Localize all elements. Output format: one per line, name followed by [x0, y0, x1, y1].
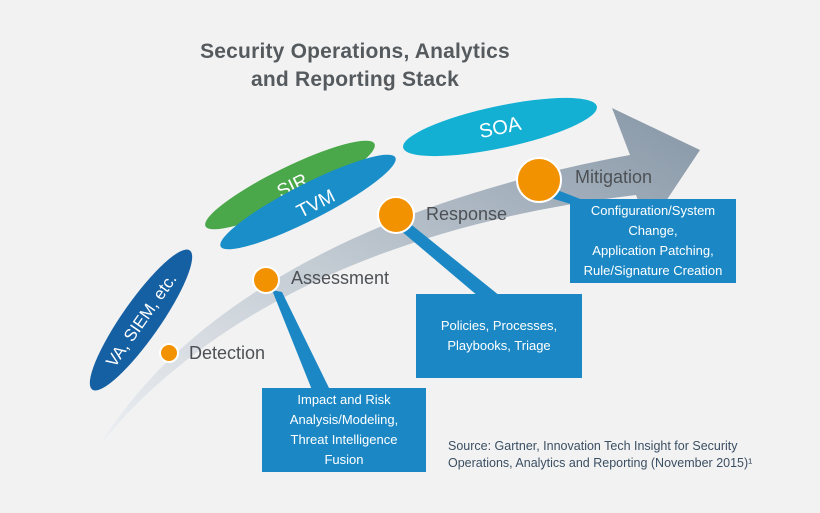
box-line: Impact and Risk [297, 392, 391, 407]
ellipse-soa: SOA [403, 97, 597, 157]
box-line: Analysis/Modeling, [289, 412, 399, 427]
box-line: Playbooks, Triage [447, 338, 551, 353]
box-line: Application Patching, [592, 243, 714, 258]
source-citation: Source: Gartner, Innovation Tech Insight… [448, 438, 788, 472]
response-connector [400, 222, 500, 296]
box-line: Rule/Signature Creation [583, 263, 723, 278]
box-line: Policies, Processes, [440, 318, 558, 333]
box-line: Fusion [324, 452, 364, 467]
mitigation-box: Configuration/System Change, Application… [570, 199, 736, 283]
detection-label: Detection [189, 343, 266, 363]
ellipse-shape [220, 154, 396, 250]
box-line: Threat Intelligence [290, 432, 398, 447]
box-line: Configuration/System [590, 203, 716, 218]
response-label: Response [426, 204, 508, 224]
response-box: Policies, Processes, Playbooks, Triage [416, 294, 582, 378]
diagram-title: Security Operations, Analytics and Repor… [170, 38, 540, 94]
source-line: Operations, Analytics and Reporting (Nov… [448, 456, 753, 470]
ellipse-shape [205, 140, 375, 230]
mitigation-label: Mitigation [575, 167, 653, 187]
response-dot [377, 196, 415, 234]
title-line: and Reporting Stack [251, 68, 459, 91]
detection-dot [159, 343, 179, 363]
box-line: Change, [628, 223, 678, 238]
assessment-label: Assessment [291, 268, 390, 288]
ellipse-shape [403, 97, 597, 157]
source-line: Source: Gartner, Innovation Tech Insight… [448, 439, 738, 453]
assessment-dot [252, 266, 280, 294]
mitigation-dot [516, 157, 562, 203]
ellipse-va-siem: VA, SIEM, etc. [89, 249, 193, 391]
title-line: Security Operations, Analytics [200, 40, 510, 63]
assessment-box: Impact and Risk Analysis/Modeling, Threa… [262, 388, 426, 472]
assessment-connector [272, 290, 330, 390]
ellipse-shape [89, 249, 193, 391]
